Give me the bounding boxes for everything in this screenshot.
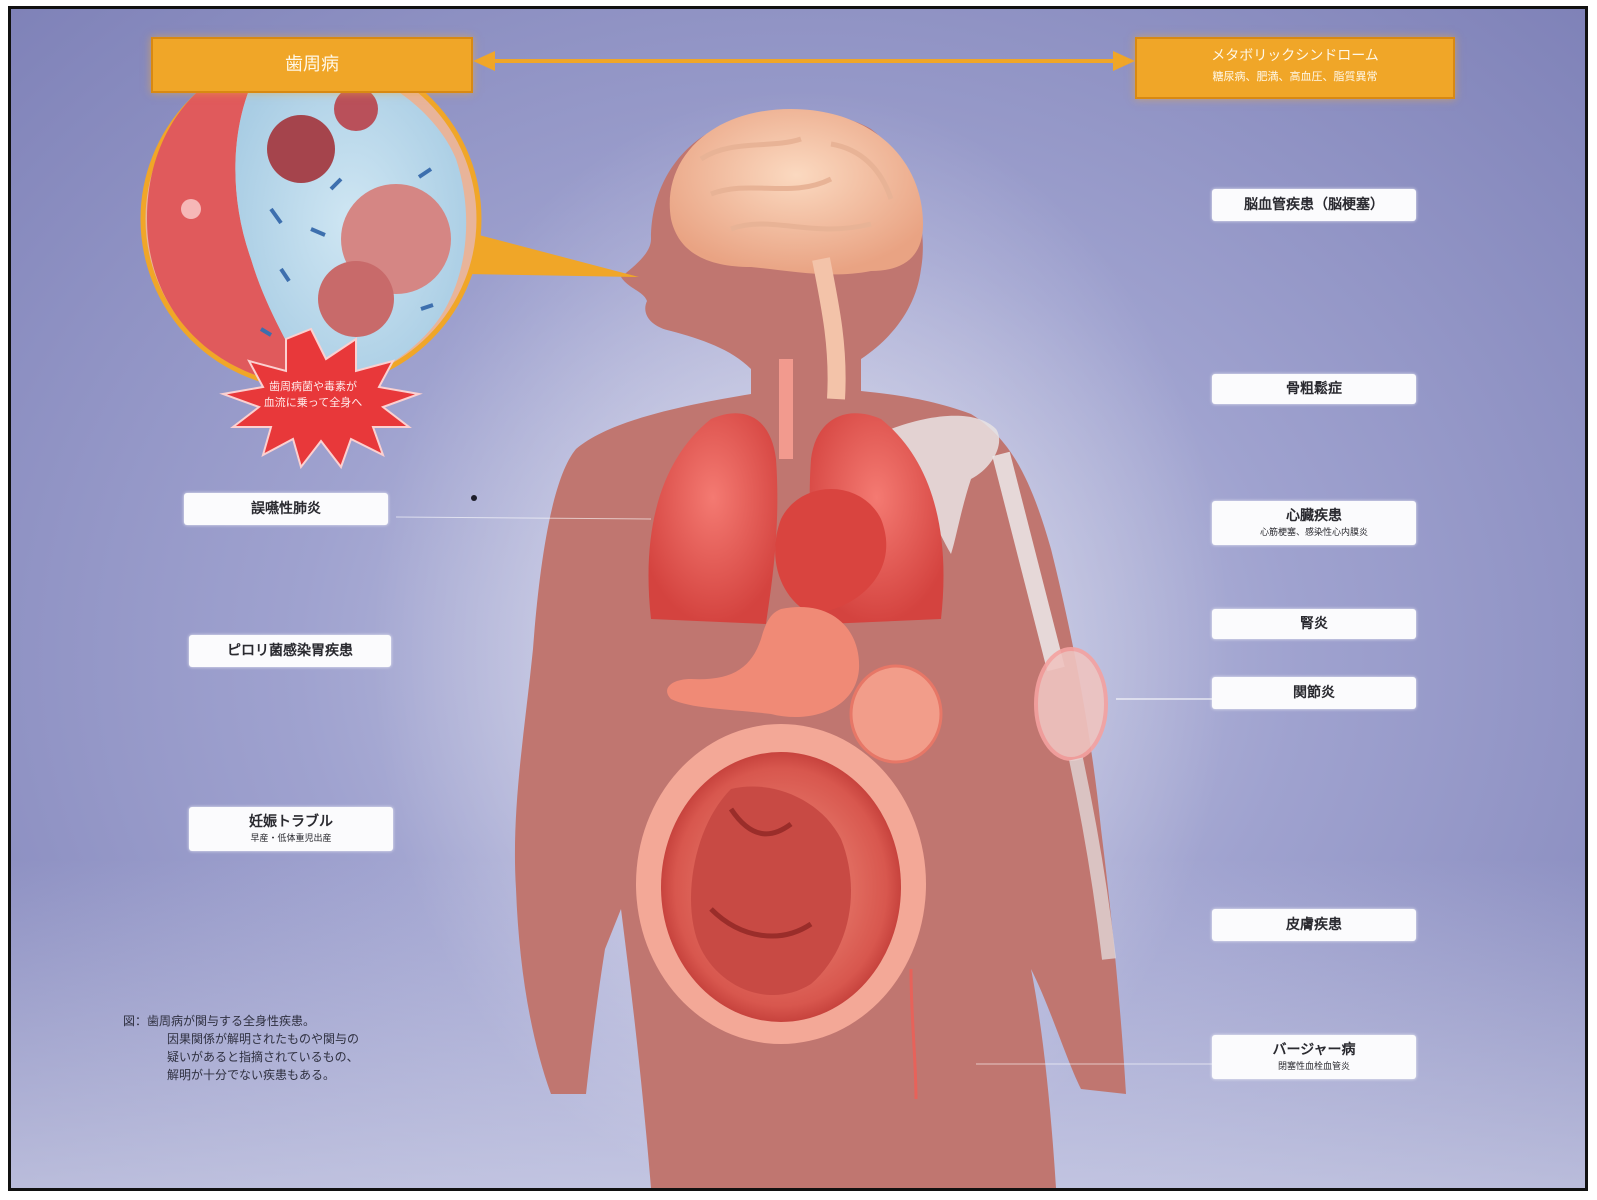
bacteria-cluster-4 <box>318 261 394 337</box>
label-pylori-gastric-disease: ピロリ菌感染胃疾患 <box>189 635 391 667</box>
label-osteoporosis: 骨粗鬆症 <box>1212 374 1416 404</box>
figure-caption: 図：歯周病が関与する全身性疾患。 因果関係が解明されたものや関与の 疑いがあると… <box>123 1012 483 1084</box>
label-subtext: 心筋梗塞、感染性心内膜炎 <box>1212 525 1416 538</box>
label-text: バージャー病 <box>1212 1039 1416 1059</box>
periodontal-disease-box: 歯周病 <box>151 37 473 93</box>
metabolic-syndrome-title: メタボリックシンドローム <box>1137 45 1453 65</box>
label-skin-disease: 皮膚疾患 <box>1212 909 1416 941</box>
label-text: 脳血管疾患（脳梗塞） <box>1212 189 1416 221</box>
label-nephritis: 腎炎 <box>1212 609 1416 639</box>
label-buerger-disease: バージャー病 閉塞性血栓血管炎 <box>1212 1035 1416 1079</box>
caption-line-1: 図：歯周病が関与する全身性疾患。 <box>123 1012 483 1030</box>
label-subtext: 早産・低体重児出産 <box>189 831 393 844</box>
bacteria-cluster-2 <box>334 87 378 131</box>
label-aspiration-pneumonia: 誤嚥性肺炎 <box>184 493 388 525</box>
metabolic-syndrome-box: メタボリックシンドローム 糖尿病、肥満、高血圧、脂質異常 <box>1135 37 1455 99</box>
label-arthritis: 関節炎 <box>1212 677 1416 709</box>
starburst-text: 歯周病菌や毒素が 血流に乗って全身へ <box>223 379 403 411</box>
dot-marker <box>471 495 477 501</box>
label-text: 誤嚥性肺炎 <box>184 493 388 525</box>
label-text: 関節炎 <box>1212 677 1416 709</box>
label-pregnancy-trouble: 妊娠トラブル 早産・低体重児出産 <box>189 807 393 851</box>
kidney <box>851 666 941 762</box>
gum-cell <box>181 199 201 219</box>
label-text: 妊娠トラブル <box>189 811 393 831</box>
label-heart-disease: 心臓疾患 心筋梗塞、感染性心内膜炎 <box>1212 501 1416 545</box>
bacteria-cluster-1 <box>267 115 335 183</box>
starburst-line-1: 歯周病菌や毒素が <box>223 379 403 395</box>
elbow-joint <box>1036 649 1106 759</box>
diagram-frame: 歯周病 メタボリックシンドローム 糖尿病、肥満、高血圧、脂質異常 歯周病菌や毒素… <box>8 6 1588 1191</box>
label-text: 皮膚疾患 <box>1212 909 1416 941</box>
metabolic-syndrome-subtitle: 糖尿病、肥満、高血圧、脂質異常 <box>1137 68 1453 84</box>
starburst-line-2: 血流に乗って全身へ <box>223 395 403 411</box>
label-text: 骨粗鬆症 <box>1212 374 1416 404</box>
label-cerebrovascular-disease: 脳血管疾患（脳梗塞） <box>1212 189 1416 221</box>
double-arrow <box>471 49 1137 73</box>
label-text: 腎炎 <box>1212 609 1416 639</box>
caption-line-3: 疑いがあると指摘されているもの、 <box>123 1048 483 1066</box>
caption-line-2: 因果関係が解明されたものや関与の <box>123 1030 483 1048</box>
label-text: ピロリ菌感染胃疾患 <box>189 635 391 667</box>
label-text: 心臓疾患 <box>1212 505 1416 525</box>
periodontal-disease-label: 歯周病 <box>285 54 339 75</box>
caption-line-4: 解明が十分でない疾患もある。 <box>123 1066 483 1084</box>
label-subtext: 閉塞性血栓血管炎 <box>1212 1059 1416 1072</box>
